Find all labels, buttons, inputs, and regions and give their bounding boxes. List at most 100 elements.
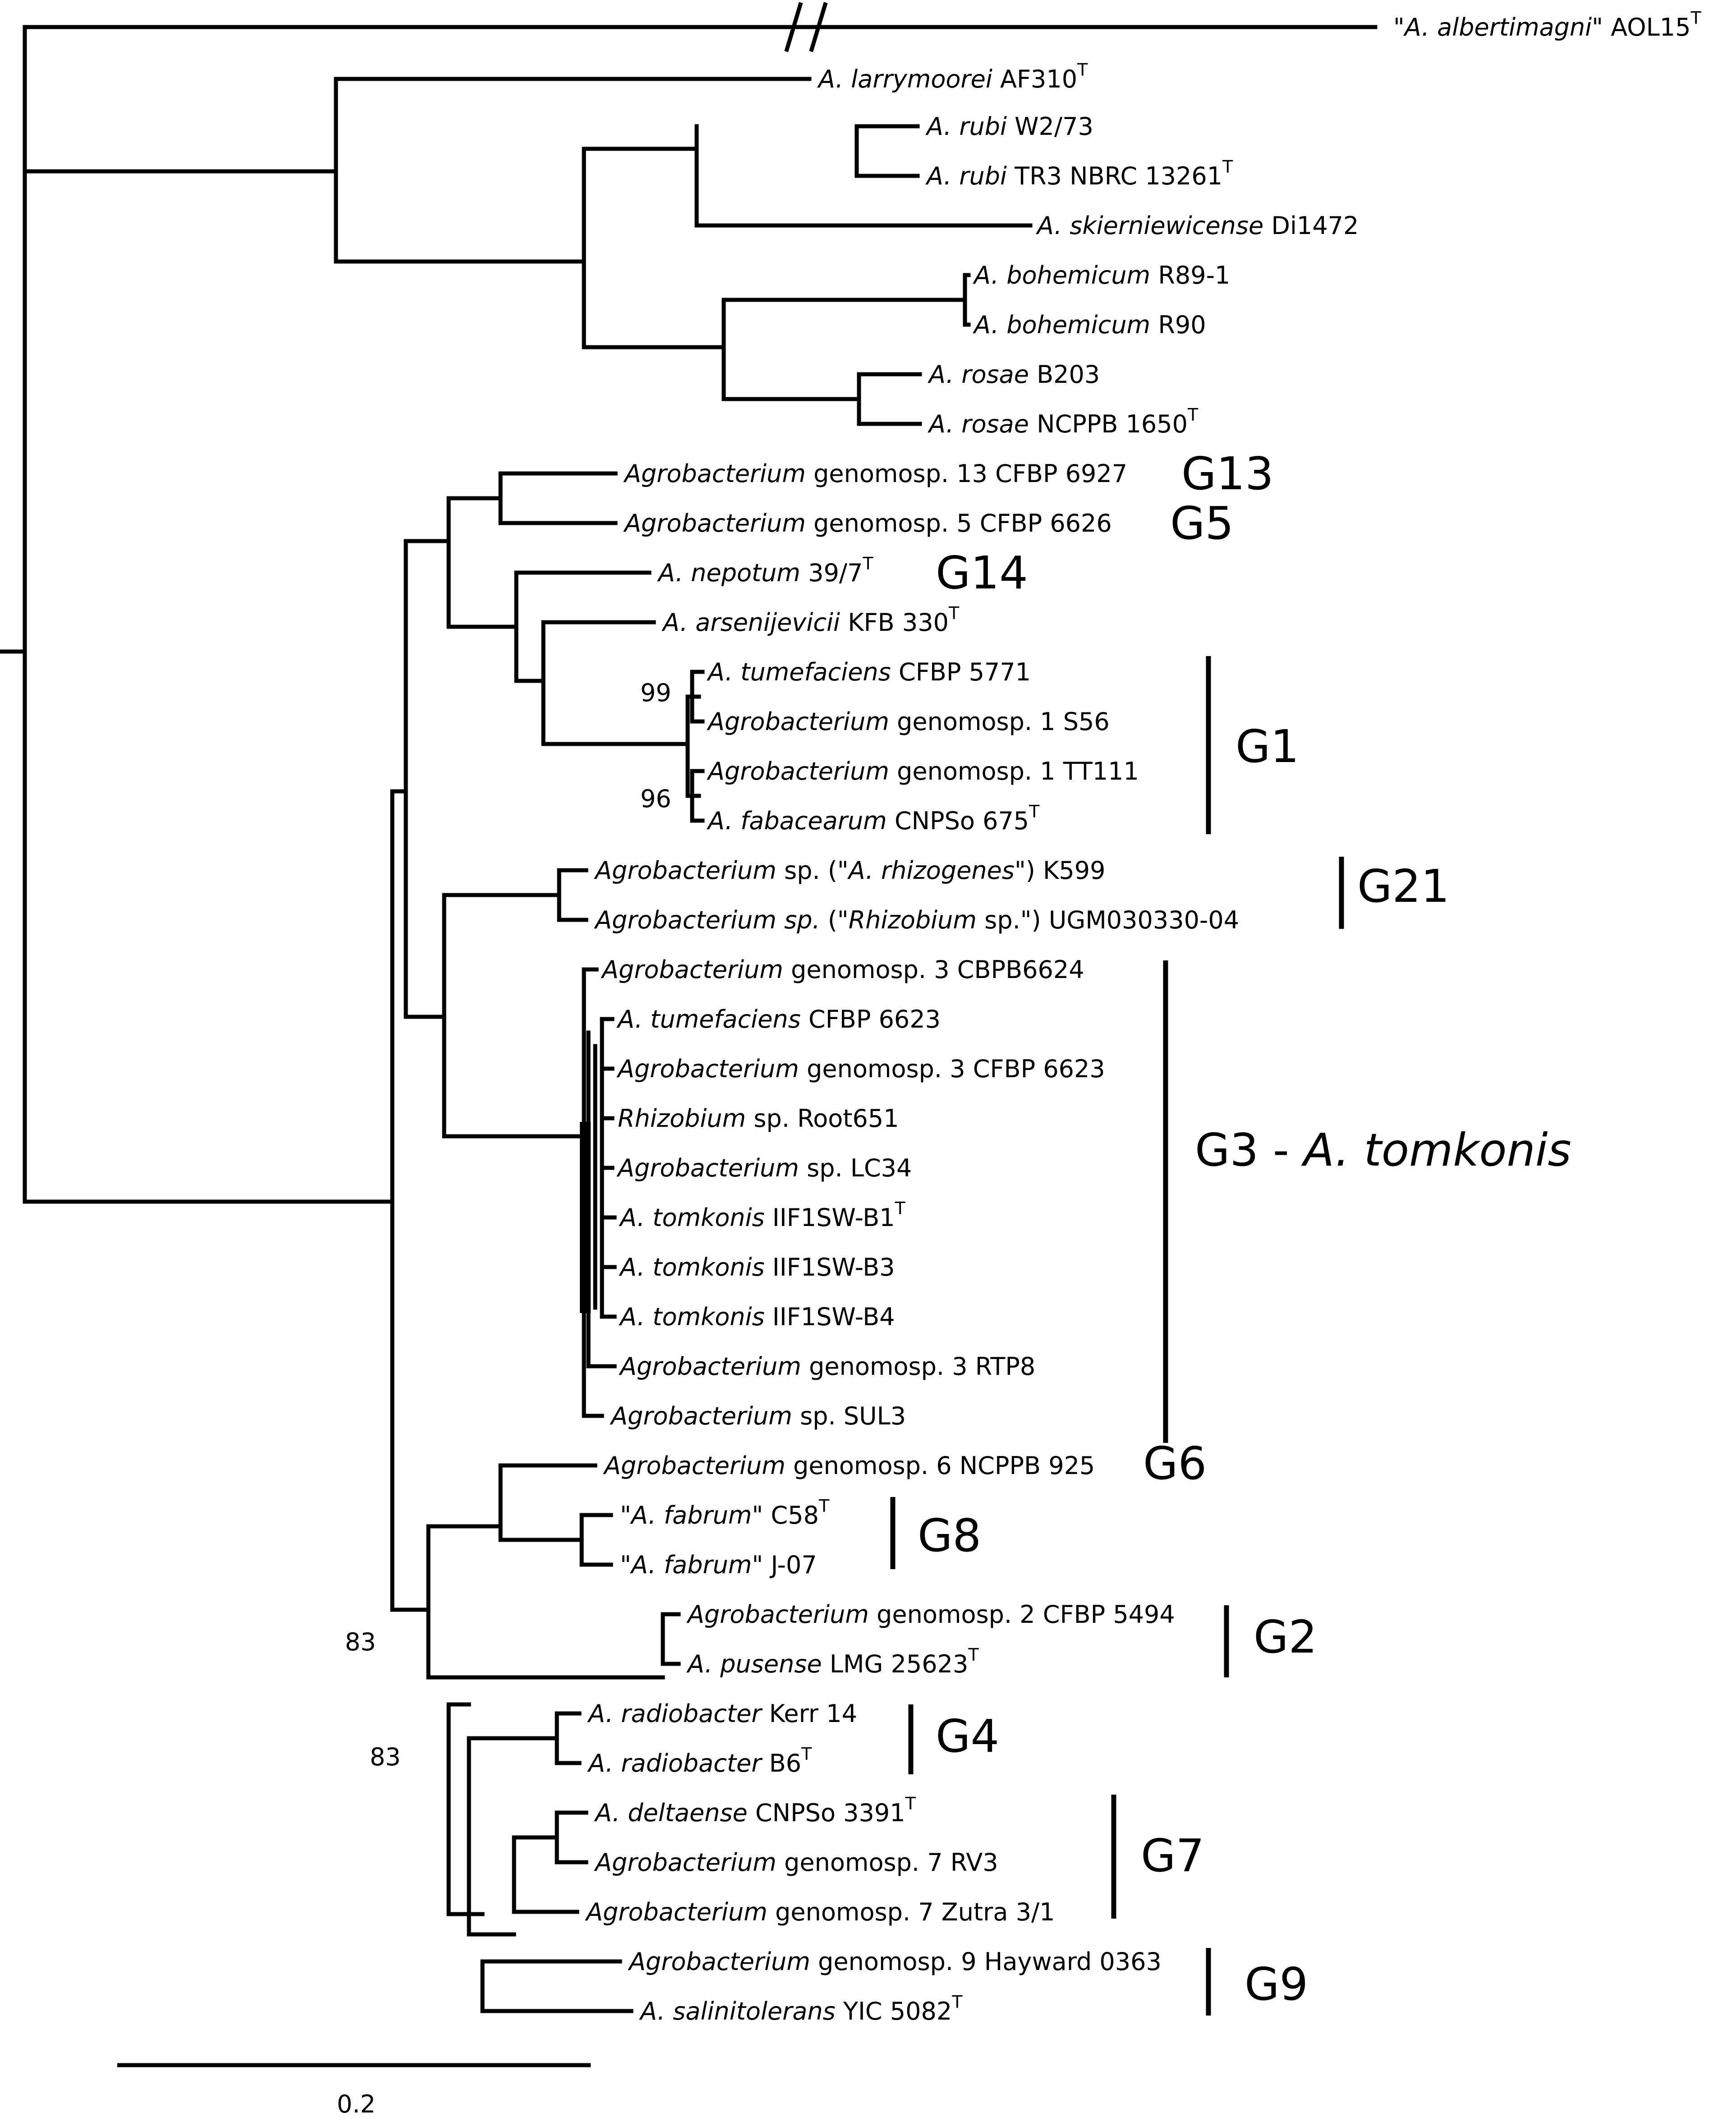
leaf-label: A. rosae B203: [928, 360, 1100, 389]
label-part: genomosp. 13 CFBP 6927: [806, 459, 1127, 488]
label-part: Agrobacterium: [585, 1898, 767, 1926]
leaf-label: Agrobacterium genomosp. 1 TT111: [707, 757, 1139, 785]
label-part: A. rubi: [925, 112, 1007, 141]
label-part: A. rosae: [928, 410, 1029, 438]
label-part: G1: [1235, 720, 1299, 773]
label-part: sp. (": [776, 856, 849, 885]
label-part: AOL15: [1603, 13, 1690, 41]
group-label: G4: [936, 1710, 999, 1763]
group-label: G21: [1357, 860, 1450, 913]
label-part: CNPSo 675: [887, 807, 1029, 835]
label-part: C58: [763, 1501, 819, 1529]
label-part: A. deltaense: [594, 1799, 748, 1827]
label-part: A. tomkonis: [619, 1253, 765, 1281]
branch-break-mark: [784, 2, 803, 52]
leaf-label: "A. fabrum" J-07: [620, 1551, 817, 1579]
label-part: A. tomkonis: [619, 1303, 765, 1331]
label-part: A. salinitolerans: [639, 1997, 836, 2025]
label-part: Agrobacterium sp.: [594, 906, 820, 934]
label-part: R90: [1150, 311, 1206, 339]
leaf-label: A. tomkonis IIF1SW-B1T: [619, 1199, 906, 1232]
type-strain-mark: T: [968, 1645, 979, 1665]
tree-branches: [0, 2, 1378, 2013]
label-part: LMG 25623: [822, 1650, 969, 1678]
group-label: G13: [1181, 447, 1274, 500]
label-part: A. larrymoorei: [817, 65, 992, 93]
label-part: Agrobacterium: [616, 1154, 799, 1182]
type-strain-mark: T: [895, 1199, 906, 1218]
label-part: Agrobacterium: [707, 707, 889, 736]
branch-break-mark: [809, 2, 828, 52]
label-part: W2/73: [1007, 112, 1093, 141]
label-part: B6: [762, 1749, 802, 1777]
leaf-label: Agrobacterium genomosp. 13 CFBP 6927: [623, 459, 1127, 488]
group-label: G5: [1170, 497, 1234, 550]
leaf-label: Agrobacterium sp. ("Rhizobium sp.") UGM0…: [594, 906, 1239, 934]
leaf-label: A. larrymoorei AF310T: [817, 60, 1088, 93]
label-part: "A. albertimagni": [1393, 13, 1603, 41]
label-part: A. tumefaciens: [707, 658, 891, 686]
leaf-label: Agrobacterium genomosp. 9 Hayward 0363: [628, 1947, 1162, 1976]
type-strain-mark: T: [818, 1496, 830, 1516]
leaf-label: A. tumefaciens CFBP 5771: [707, 658, 1031, 686]
scale-bar-label: 0.2: [337, 2090, 376, 2117]
label-part: Di1472: [1263, 211, 1359, 240]
label-part: G7: [1141, 1829, 1204, 1882]
label-part: Agrobacterium: [619, 1352, 801, 1381]
label-part: Agrobacterium: [707, 757, 889, 785]
label-part: Agrobacterium: [628, 1947, 810, 1976]
group-label: G6: [1143, 1437, 1207, 1490]
bootstrap-value: 83: [370, 1743, 401, 1771]
label-part: A. fabacearum: [707, 807, 887, 835]
label-part: Rhizobium: [618, 1104, 746, 1133]
label-part: Agrobacterium: [616, 1055, 799, 1083]
leaf-label: "A. albertimagni" AOL15T: [1393, 8, 1702, 41]
label-part: CFBP 6623: [801, 1005, 941, 1033]
group-label: G9: [1245, 1958, 1308, 2011]
label-part: A. radiobacter: [587, 1749, 762, 1777]
label-part: AF310: [992, 65, 1077, 93]
leaf-label: Rhizobium sp. Root651: [618, 1104, 899, 1133]
label-part: G6: [1143, 1437, 1207, 1490]
label-part: CFBP 5771: [891, 658, 1031, 686]
label-part: genomosp. 3 RTP8: [801, 1352, 1035, 1381]
type-strain-mark: T: [1222, 157, 1233, 177]
leaf-label: Agrobacterium genomosp. 3 CBPB6624: [601, 955, 1084, 984]
leaf-label: A. bohemicum R90: [973, 311, 1206, 339]
label-part: sp. SUL3: [792, 1402, 906, 1430]
bootstrap-value: 99: [640, 679, 671, 707]
type-strain-mark: T: [1029, 802, 1040, 822]
group-label: G2: [1254, 1611, 1317, 1663]
label-part: sp.") UGM030330-04: [977, 906, 1239, 934]
label-part: 39/7: [800, 559, 863, 587]
leaf-label: A. tumefaciens CFBP 6623: [616, 1005, 941, 1033]
type-strain-mark: T: [1187, 405, 1199, 425]
leaf-label: A. skierniewicense Di1472: [1036, 211, 1359, 240]
group-label: G8: [918, 1509, 981, 1562]
label-part: A. nepotum: [657, 559, 800, 587]
bootstrap-value: 83: [345, 1628, 376, 1656]
label-part: genomosp. 7 Zutra 3/1: [767, 1898, 1055, 1926]
leaf-label: Agrobacterium genomosp. 6 NCPPB 925: [603, 1451, 1095, 1480]
group-label: G7: [1141, 1829, 1204, 1882]
leaf-label: A. radiobacter B6T: [587, 1744, 812, 1777]
leaf-label: A. arsenijevicii KFB 330T: [661, 603, 960, 637]
label-part: NCPPB 1650: [1029, 410, 1188, 438]
leaf-label: A. deltaense CNPSo 3391T: [594, 1794, 916, 1827]
label-part: genomosp. 1 S56: [889, 707, 1110, 736]
label-part: genomosp. 6 NCPPB 925: [785, 1451, 1095, 1480]
leaf-label: A. salinitolerans YIC 5082T: [639, 1992, 963, 2025]
label-part: R89-1: [1150, 261, 1230, 289]
label-part: G2: [1254, 1611, 1317, 1663]
type-strain-mark: T: [801, 1744, 812, 1764]
label-part: Agrobacterium: [610, 1402, 792, 1430]
leaf-label: A. nepotum 39/7T: [657, 554, 873, 587]
label-part: Agrobacterium: [601, 955, 783, 984]
label-part: (": [820, 906, 849, 934]
label-part: G9: [1245, 1958, 1308, 2011]
label-part: sp. Root651: [746, 1104, 899, 1133]
leaf-label: Agrobacterium genomosp. 5 CFBP 6626: [623, 509, 1112, 537]
label-part: genomosp. 9 Hayward 0363: [810, 1947, 1162, 1976]
leaf-label: A. rubi W2/73: [925, 112, 1093, 141]
